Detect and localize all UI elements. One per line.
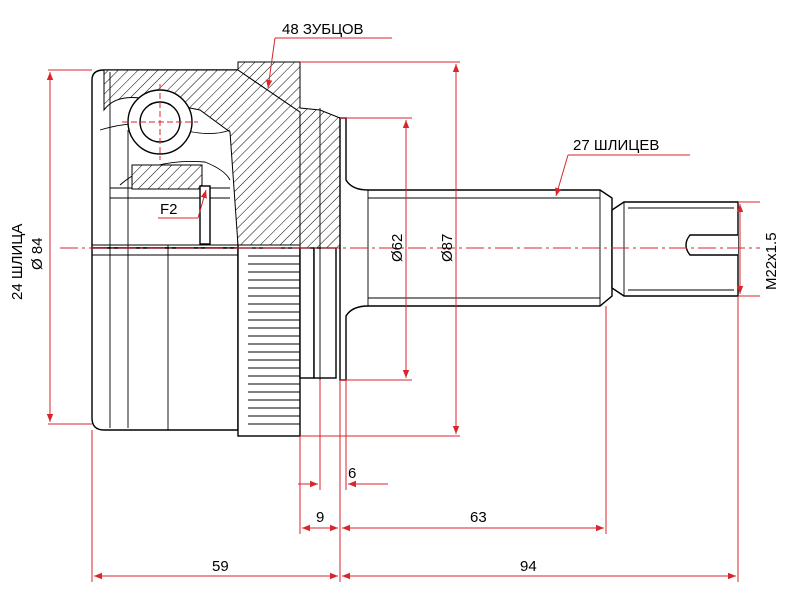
spline-outer-leader: 27 ШЛИЦЕВ: [555, 137, 690, 197]
dia-62-label: Ø62: [389, 234, 406, 262]
teeth-label: 48 ЗУБЦОВ: [282, 21, 364, 38]
dim-9: 9: [299, 436, 338, 534]
dim-84: 24 ШЛИЦА Ø 84: [9, 69, 92, 425]
d9-label: 9: [316, 509, 324, 526]
dia-84-label: Ø 84: [29, 237, 46, 270]
dim-62: Ø62: [340, 117, 412, 381]
shaft: [339, 117, 739, 381]
dim-59: 59: [91, 380, 341, 582]
f2-leader: F2: [158, 189, 207, 219]
d63-label: 63: [470, 509, 487, 526]
teeth-leader: 48 ЗУБЦОВ: [265, 21, 392, 89]
dim-6: 6: [298, 380, 388, 490]
spline-inner-label: 24 ШЛИЦА: [9, 224, 26, 300]
abs-teeth: [248, 255, 300, 425]
f2-label: F2: [160, 201, 178, 218]
d6-label: 6: [348, 465, 356, 482]
dia-87-label: Ø87: [439, 234, 456, 262]
d59-label: 59: [212, 558, 229, 575]
ball: [122, 84, 198, 160]
dim-63: 63: [342, 306, 607, 534]
dim-94: 94: [342, 296, 739, 582]
dim-87: Ø87: [300, 61, 460, 437]
dim-thread: M22x1.5: [736, 201, 780, 297]
thread-label: M22x1.5: [763, 232, 780, 290]
outer-housing: [91, 69, 331, 431]
spline-outer-label: 27 ШЛИЦЕВ: [573, 137, 659, 154]
d94-label: 94: [520, 558, 537, 575]
